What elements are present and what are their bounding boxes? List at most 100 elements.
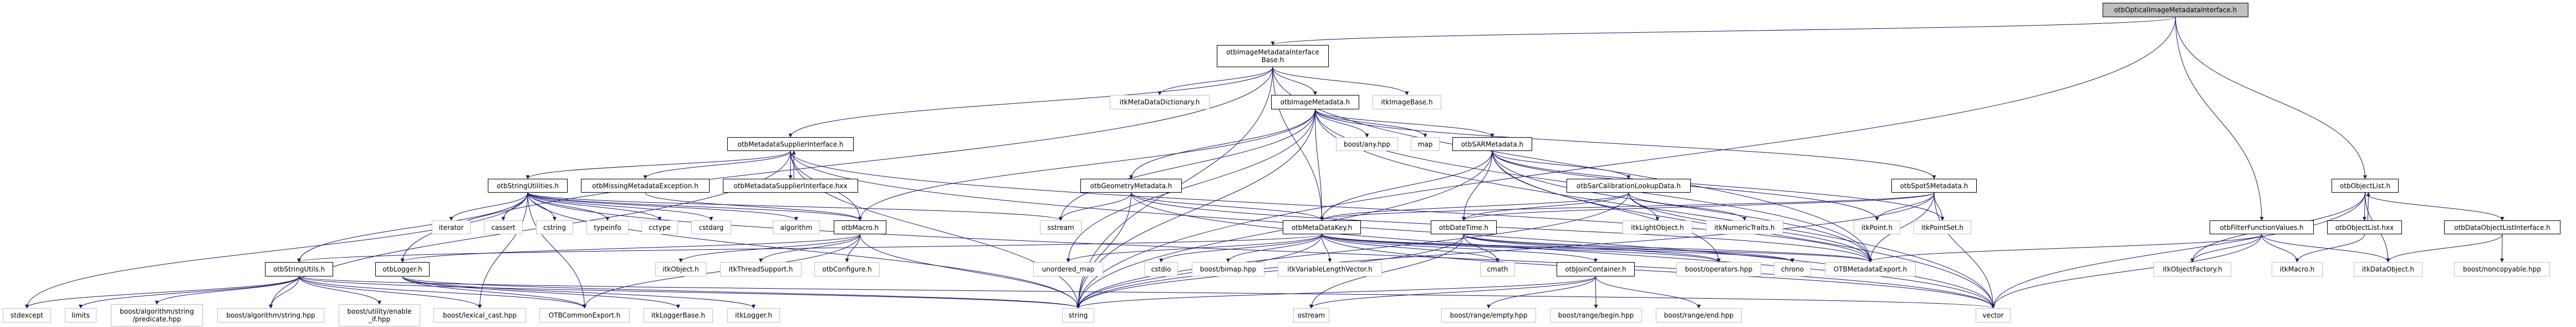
node-supplierhxx[interactable]: otbMetadataSupplierInterface.hxx bbox=[723, 179, 858, 193]
node-rend: boost/range/end.hpp bbox=[1656, 308, 1742, 323]
node-label: itkPointSet.h bbox=[1921, 223, 1963, 232]
node-label: otbStringUtilities.h bbox=[496, 182, 559, 190]
edge-logger-to-loggerbase bbox=[402, 276, 680, 309]
edge-mdkey-to-join bbox=[1322, 234, 1598, 263]
node-cstdio: cstdio bbox=[1144, 262, 1178, 276]
node-rbegin: boost/range/begin.hpp bbox=[1550, 308, 1642, 323]
edge-join-to-ostream bbox=[1309, 276, 1596, 309]
node-label: boost/utility/enable _if.hpp bbox=[347, 308, 412, 323]
node-sarcal[interactable]: otbSarCalibrationLookupData.h bbox=[1567, 179, 1691, 193]
node-imgmeta[interactable]: otbImageMetadata.h bbox=[1271, 95, 1359, 109]
edge-spot5-to-mdkey bbox=[1320, 192, 1935, 221]
edge-spot5-to-vector bbox=[1934, 192, 1995, 309]
edge-spot5-to-string bbox=[1076, 192, 1935, 309]
node-iterator: iterator bbox=[432, 220, 471, 234]
edge-geometry-to-string bbox=[1076, 192, 1131, 309]
node-objlisthxx[interactable]: otbObjectList.hxx bbox=[2327, 220, 2402, 234]
edge-strutilities-to-string bbox=[527, 192, 1080, 309]
node-numtraits: itkNumericTraits.h bbox=[1706, 220, 1783, 234]
edge-optical-to-base bbox=[1271, 17, 2176, 46]
edge-geometry-to-vector bbox=[1131, 192, 1995, 309]
edge-imgmeta-to-sstream bbox=[1059, 109, 1315, 221]
edge-sar-to-sarcal bbox=[1492, 150, 1631, 179]
edge-mdkey-to-cmath bbox=[1322, 234, 1499, 263]
edge-spot5-to-point bbox=[1875, 192, 1935, 221]
edge-mdkey-to-chrono bbox=[1322, 234, 1794, 263]
node-label: otbMissingMetadataException.h bbox=[592, 182, 698, 190]
node-chrono: chrono bbox=[1774, 262, 1811, 276]
node-label: otbFilterFunctionValues.h bbox=[2220, 223, 2304, 232]
node-label: otbMetaDataKey.h bbox=[1291, 223, 1353, 232]
node-noncopyable: boost/noncopyable.hpp bbox=[2454, 262, 2550, 276]
node-geometry[interactable]: otbGeometryMetadata.h bbox=[1080, 179, 1182, 193]
node-strutilities[interactable]: otbStringUtilities.h bbox=[488, 179, 568, 193]
node-spot5[interactable]: otbSpot5Metadata.h bbox=[1891, 179, 1977, 193]
node-macro[interactable]: otbMacro.h bbox=[834, 220, 886, 234]
node-commonexport: OTBCommonExport.h bbox=[539, 308, 630, 323]
node-label: cassert bbox=[491, 223, 516, 232]
node-label: cmath bbox=[1487, 265, 1508, 273]
node-label: itkLightObject.h bbox=[1631, 223, 1684, 232]
node-enableif: boost/utility/enable _if.hpp bbox=[339, 304, 420, 326]
edge-optical-to-string bbox=[1076, 17, 2176, 309]
node-label: otbObjectList.hxx bbox=[2335, 223, 2394, 232]
edge-strutils-to-string bbox=[299, 276, 1080, 309]
edge-sarcal-to-mdkey bbox=[1320, 192, 1629, 221]
node-label: boost/algorithm/string.hpp bbox=[226, 311, 315, 319]
node-label: otbMetadataSupplierInterface.hxx bbox=[733, 182, 848, 190]
edge-mdkey-to-operators bbox=[1322, 234, 1721, 263]
node-umap: unordered_map bbox=[1033, 262, 1103, 276]
edge-sarcal-to-numtraits bbox=[1628, 192, 1747, 221]
edge-imgmeta-to-umap bbox=[1066, 109, 1315, 263]
edge-join-to-string bbox=[1076, 276, 1596, 309]
edge-strutilities-to-cctype bbox=[527, 192, 662, 221]
node-datetime[interactable]: otbDateTime.h bbox=[1431, 220, 1497, 234]
node-label: ostream bbox=[1297, 311, 1325, 319]
node-label: otbMacro.h bbox=[841, 223, 879, 232]
edge-mdkey-to-varlen bbox=[1322, 234, 1332, 263]
edge-datetime-to-ostream bbox=[1309, 234, 1464, 309]
node-objlist[interactable]: otbObjectList.h bbox=[2332, 179, 2399, 193]
edge-strutilities-to-algorithm bbox=[527, 192, 798, 221]
edge-filterfv-to-dataobj bbox=[2261, 234, 2390, 263]
edge-base-to-supplier bbox=[788, 67, 1273, 138]
node-mdkey[interactable]: otbMetaDataKey.h bbox=[1283, 220, 1361, 234]
node-missing[interactable]: otbMissingMetadataException.h bbox=[581, 179, 710, 193]
node-stdexcept: stdexcept bbox=[3, 308, 51, 323]
edge-mdkey-to-vector bbox=[1322, 234, 1995, 309]
edge-imgmeta-to-macro bbox=[858, 109, 1315, 221]
node-join[interactable]: otbJoinContainer.h bbox=[1557, 262, 1635, 276]
edge-filterfv-to-objfactory bbox=[2190, 234, 2262, 263]
edge-optical-to-objlist bbox=[2175, 17, 2367, 179]
node-optical[interactable]: otbOpticalImageMetadataInterface.h bbox=[2103, 3, 2248, 17]
node-label: sstream bbox=[1047, 223, 1074, 232]
edge-objlist-to-dolist bbox=[2365, 192, 2504, 221]
node-strutils[interactable]: otbStringUtils.h bbox=[265, 262, 333, 276]
node-supplier[interactable]: otbMetadataSupplierInterface.h bbox=[727, 137, 854, 151]
node-label: otbDateTime.h bbox=[1439, 223, 1489, 232]
node-label: otbSARMetadata.h bbox=[1461, 140, 1524, 148]
edge-mdkey-to-bimap bbox=[1226, 234, 1322, 263]
edge-sarcal-to-string bbox=[1076, 192, 1629, 309]
node-dolist[interactable]: otbDataObjectListInterface.h bbox=[2444, 220, 2560, 234]
edge-macro-to-threadsupport bbox=[759, 234, 860, 263]
node-cstdarg: cstdarg bbox=[691, 220, 731, 234]
node-sstream: sstream bbox=[1040, 220, 1082, 234]
node-ostream: ostream bbox=[1293, 308, 1329, 323]
edge-strutilities-to-cstdarg bbox=[527, 192, 713, 221]
node-varlen: itkVariableLengthVector.h bbox=[1278, 262, 1382, 276]
node-logger[interactable]: otbLogger.h bbox=[375, 262, 430, 276]
edge-strutils-to-vector bbox=[299, 276, 1995, 309]
edge-strutils-to-limits bbox=[79, 276, 299, 309]
node-sar[interactable]: otbSARMetadata.h bbox=[1452, 137, 1532, 151]
node-label: iterator bbox=[438, 223, 464, 232]
edge-strutils-to-algstring bbox=[269, 276, 299, 309]
node-point: itkPoint.h bbox=[1854, 220, 1900, 234]
node-label: itkImageBase.h bbox=[1381, 98, 1433, 106]
node-base[interactable]: otbImageMetadataInterface Base.h bbox=[1217, 45, 1329, 67]
node-label: cstdio bbox=[1151, 265, 1171, 273]
node-filterfv[interactable]: otbFilterFunctionValues.h bbox=[2210, 220, 2314, 234]
edge-imgmeta-to-spot5 bbox=[1315, 109, 1936, 179]
node-operators: boost/operators.hpp bbox=[1676, 262, 1761, 276]
node-label: itkThreadSupport.h bbox=[728, 265, 793, 273]
